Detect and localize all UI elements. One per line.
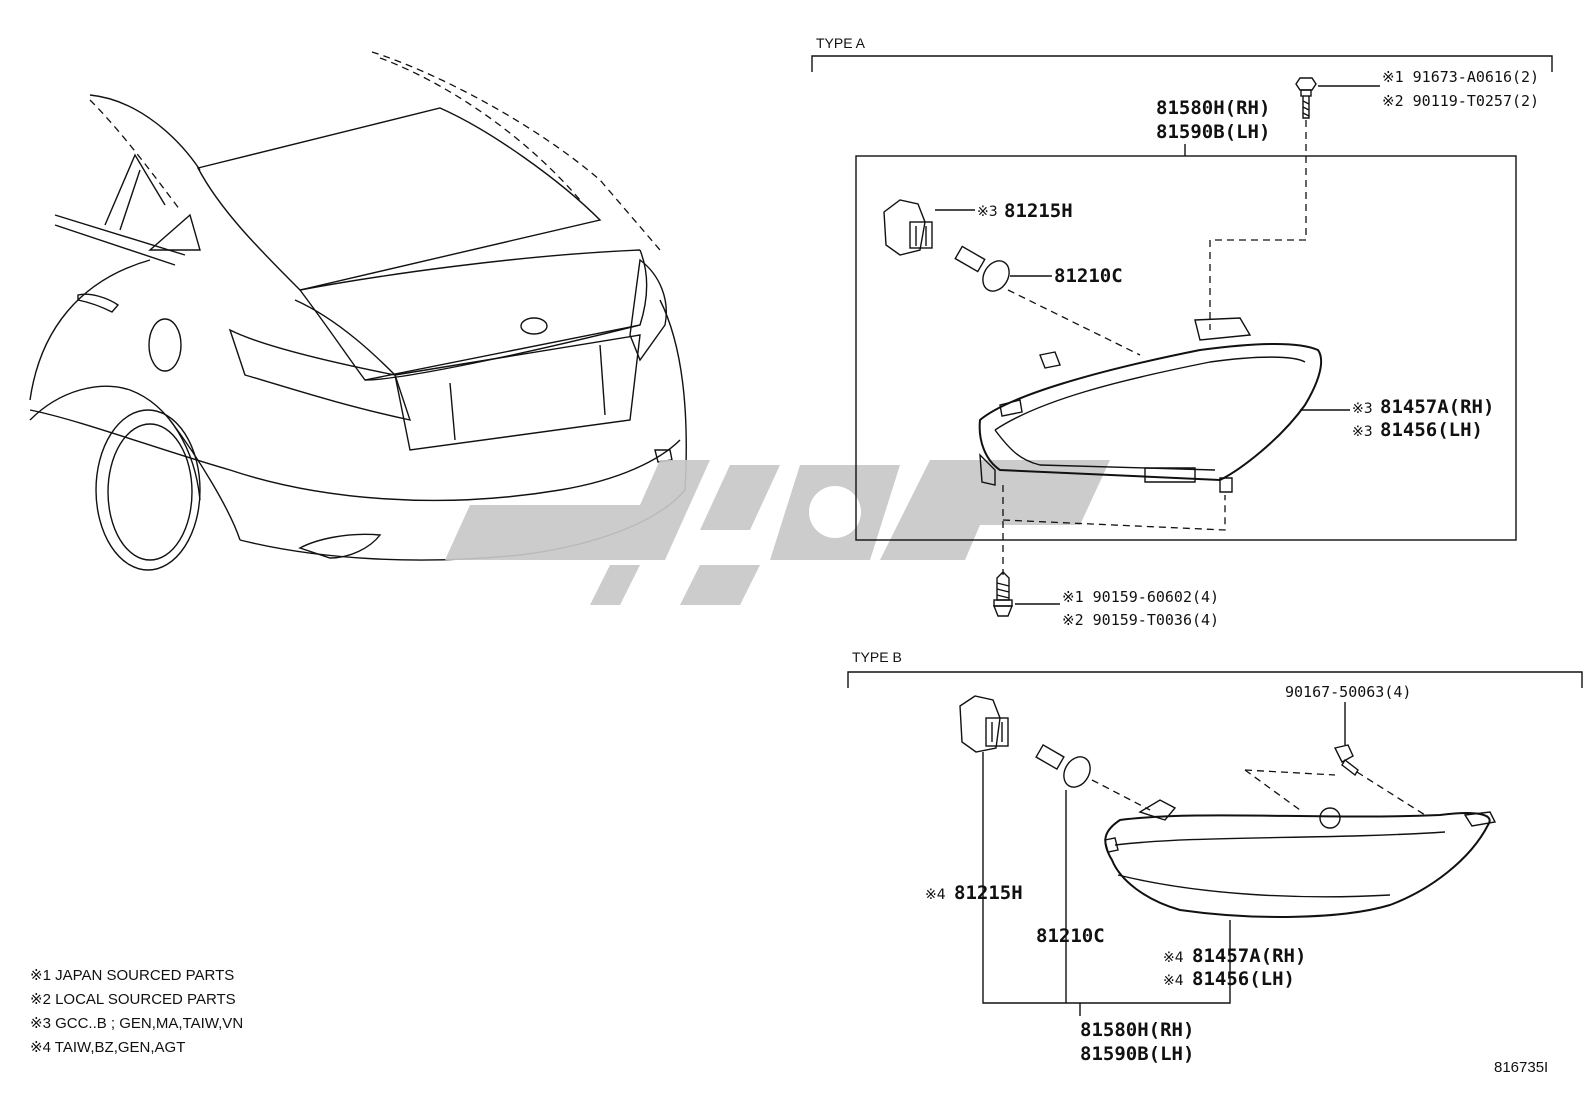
mark-lens-a-lh: ※3 [1352, 424, 1373, 440]
note-4: ※4 TAIW,BZ,GEN,AGT [30, 1039, 185, 1056]
label-bulb-b: 81210C [1036, 925, 1105, 947]
label-screw-a-2: ※2 90159-T0036(4) [1062, 611, 1219, 629]
type-a-title: TYPE A [816, 35, 866, 51]
screw-icon-b [1333, 744, 1359, 777]
label-assy-rh-b: 81580H(RH) [1080, 1019, 1194, 1041]
mark-lens-a-rh: ※3 [1352, 401, 1373, 417]
label-lens-lh-a: 81456(LH) [1380, 419, 1483, 441]
mark-lens-b-rh: ※4 [1163, 950, 1184, 966]
type-a-section: TYPE A ※1 91673-A0616(2) ※2 90119-T0257(… [811, 35, 1553, 629]
mark-lens-b-lh: ※4 [1163, 973, 1184, 989]
diagram-code: 816735I [1494, 1059, 1548, 1076]
socket-icon-a [883, 199, 933, 256]
type-a-frame [855, 155, 1517, 541]
label-assy-rh-a: 81580H(RH) [1156, 97, 1270, 119]
label-assy-lh-a: 81590B(LH) [1156, 121, 1270, 143]
label-socket-a: 81215H [1004, 200, 1073, 222]
top-bolt-icon [1295, 77, 1317, 119]
label-lens-lh-b: 81456(LH) [1192, 968, 1295, 990]
label-socket-b: 81215H [954, 882, 1023, 904]
bottom-screw-icon-a [992, 571, 1014, 617]
footnotes: ※1 JAPAN SOURCED PARTS ※2 LOCAL SOURCED … [30, 967, 243, 1056]
car-rear-illustration [29, 51, 687, 571]
type-b-title: TYPE B [852, 649, 902, 665]
note-3: ※3 GCC..B ; GEN,MA,TAIW,VN [30, 1015, 243, 1032]
watermark-logo [445, 460, 1110, 605]
socket-icon-b [959, 695, 1009, 753]
label-bolt-top-2: ※2 90119-T0257(2) [1382, 92, 1539, 110]
label-screw-a-1: ※1 90159-60602(4) [1062, 588, 1219, 606]
mark-socket-a: ※3 [977, 204, 998, 220]
label-lens-rh-b: 81457A(RH) [1192, 945, 1306, 967]
label-bolt-top-1: ※1 91673-A0616(2) [1382, 68, 1539, 86]
bulb-icon-a [954, 245, 1010, 292]
bulb-icon-b [1035, 743, 1091, 788]
type-b-section: TYPE B 90167-50063(4) [847, 649, 1583, 1065]
label-bulb-a: 81210C [1054, 265, 1123, 287]
lamp-assembly-a [978, 317, 1323, 493]
note-2: ※2 LOCAL SOURCED PARTS [30, 991, 236, 1008]
label-assy-lh-b: 81590B(LH) [1080, 1043, 1194, 1065]
mark-socket-b: ※4 [925, 887, 946, 903]
label-screw-b: 90167-50063(4) [1285, 683, 1411, 701]
note-1: ※1 JAPAN SOURCED PARTS [30, 967, 234, 984]
label-lens-rh-a: 81457A(RH) [1380, 396, 1494, 418]
lamp-assembly-b [1104, 799, 1497, 918]
